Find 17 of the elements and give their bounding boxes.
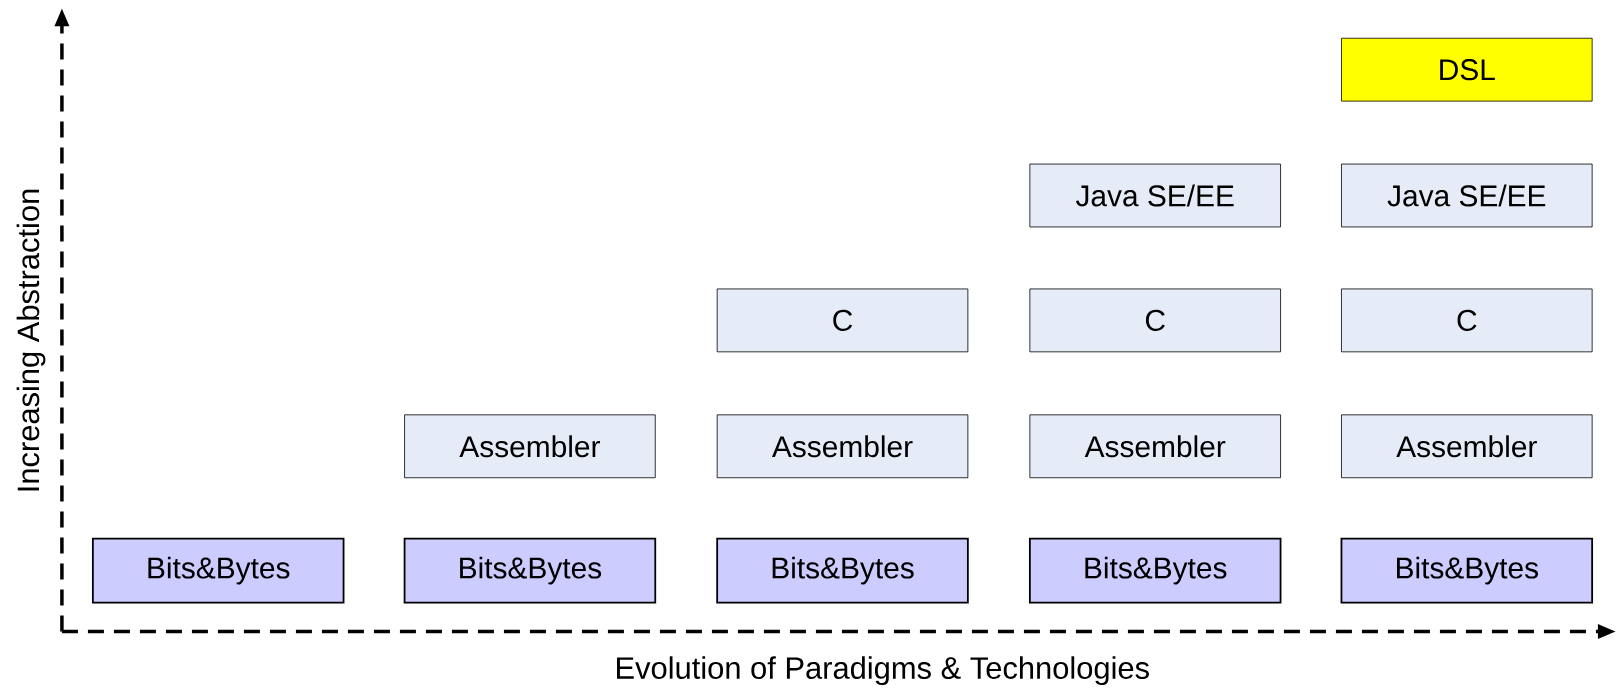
layer-box: Assembler [716, 414, 969, 479]
layer-box: C [716, 288, 969, 353]
layer-box: C [1341, 288, 1593, 353]
layer-box: Bits&Bytes [716, 537, 969, 604]
layer-box: Bits&Bytes [403, 537, 657, 604]
axis-label: Evolution of Paradigms & Technologies [617, 656, 1149, 686]
axis-label: Increasing Abstraction [16, 189, 46, 491]
layer-box: Bits&Bytes [1028, 537, 1282, 604]
layer-box: DSL [1341, 37, 1593, 102]
layer-box: Assembler [1029, 414, 1281, 479]
layer-box: Java SE/EE [1341, 163, 1593, 228]
layer-box: Bits&Bytes [91, 537, 345, 604]
layer-box: Assembler [404, 414, 656, 479]
layer-box: Bits&Bytes [1340, 537, 1594, 604]
layer-box: Java SE/EE [1029, 163, 1281, 228]
layer-box: C [1029, 288, 1281, 353]
layer-box: Assembler [1341, 414, 1593, 479]
